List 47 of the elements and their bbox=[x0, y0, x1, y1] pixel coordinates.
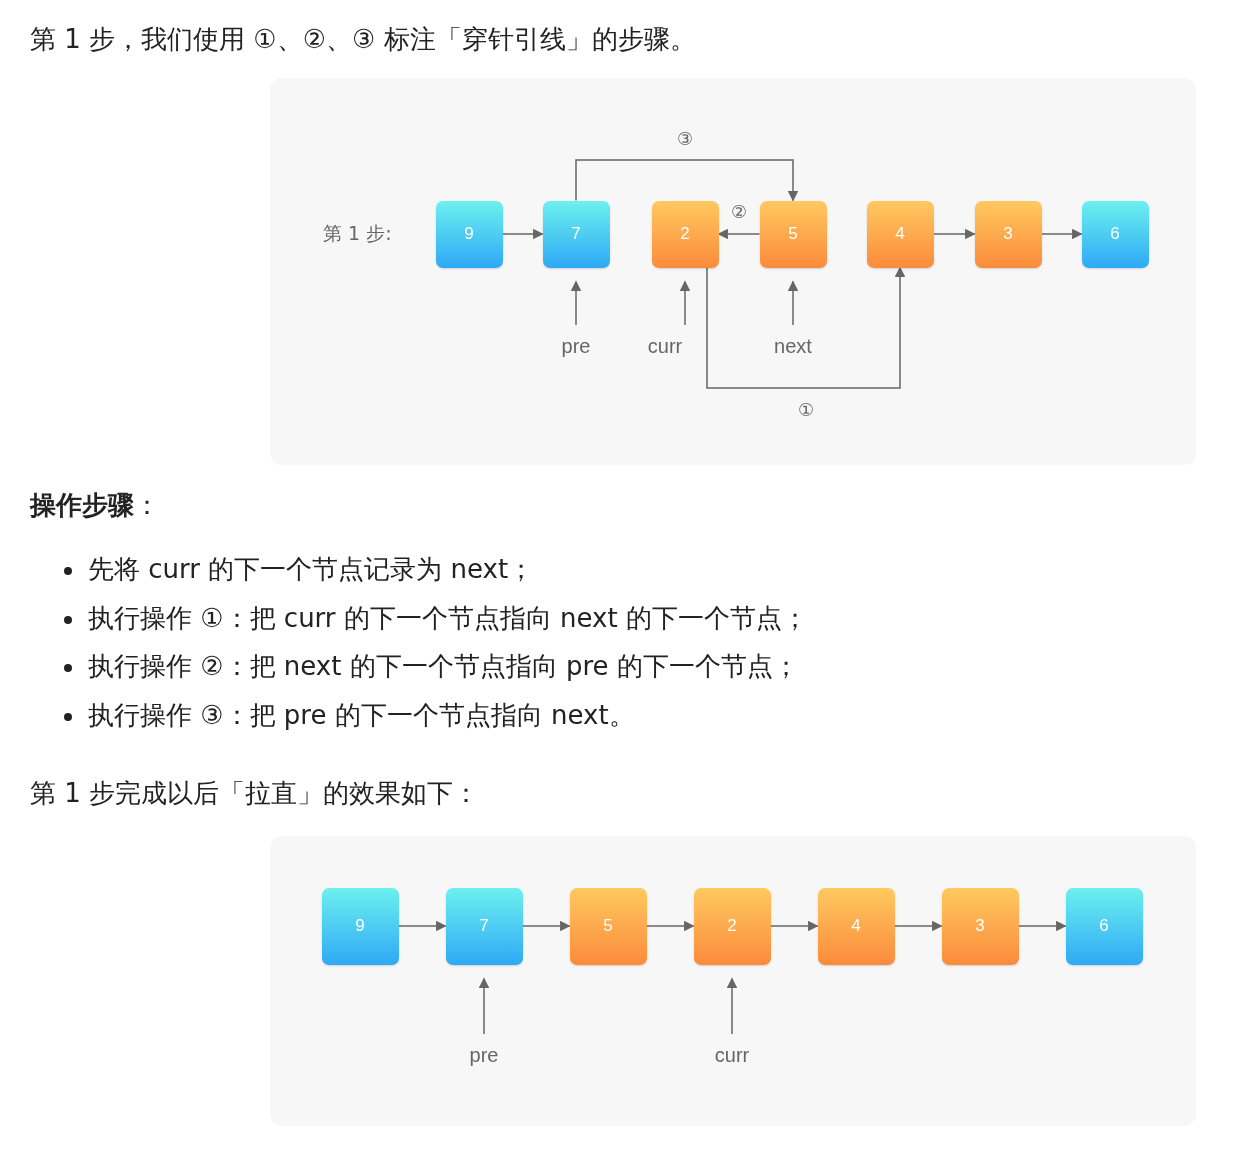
pointer-label: pre bbox=[469, 1044, 499, 1067]
pointer-label: curr bbox=[647, 335, 683, 358]
pointer-label: curr bbox=[714, 1044, 750, 1067]
arrow bbox=[726, 977, 738, 1035]
list-node-box: 9 bbox=[321, 887, 399, 965]
arrow bbox=[717, 228, 761, 240]
list-node-box: 3 bbox=[941, 887, 1019, 965]
list-node-box: 4 bbox=[866, 200, 934, 268]
arrow bbox=[679, 280, 691, 326]
arrow bbox=[570, 280, 582, 326]
list-node-box: 7 bbox=[445, 887, 523, 965]
step-label: 第 1 步: bbox=[323, 221, 392, 246]
step-text: 执行操作 ③：把 pre 的下一个节点指向 next。 bbox=[88, 699, 635, 732]
arrow bbox=[932, 228, 976, 240]
arrow bbox=[575, 159, 799, 202]
edge-label: ① bbox=[797, 398, 815, 420]
pointer-label: next bbox=[774, 335, 812, 358]
intro-text: 第 1 步完成以后「拉直」的效果如下： bbox=[30, 777, 480, 810]
list-node-box: 9 bbox=[435, 200, 503, 268]
step-text: 执行操作 ①：把 curr 的下一个节点指向 next 的下一个节点； bbox=[88, 602, 808, 635]
arrow bbox=[501, 228, 544, 240]
arrow bbox=[1040, 228, 1083, 240]
arrow bbox=[787, 280, 799, 326]
arrow bbox=[397, 920, 447, 932]
step-text: 执行操作 ②：把 next 的下一个节点指向 pre 的下一个节点； bbox=[88, 650, 799, 683]
list-node-box: 2 bbox=[651, 200, 719, 268]
list-node-box: 5 bbox=[759, 200, 827, 268]
arrow bbox=[893, 920, 943, 932]
arrow bbox=[706, 266, 906, 389]
arrow bbox=[1017, 920, 1067, 932]
list-node-box: 3 bbox=[974, 200, 1042, 268]
arrow bbox=[769, 920, 819, 932]
list-node-box: 4 bbox=[817, 887, 895, 965]
arrow bbox=[521, 920, 571, 932]
edge-label: ③ bbox=[676, 127, 694, 149]
arrow bbox=[478, 977, 490, 1035]
edge-label: ② bbox=[730, 200, 748, 222]
list-node-box: 7 bbox=[542, 200, 610, 268]
arrow bbox=[645, 920, 695, 932]
step-text: 先将 curr 的下一个节点记录为 next； bbox=[88, 553, 535, 586]
pointer-label: pre bbox=[561, 335, 591, 358]
list-node-box: 5 bbox=[569, 887, 647, 965]
section-heading: 操作步骤： bbox=[30, 489, 160, 522]
list-node-box: 6 bbox=[1065, 887, 1143, 965]
intro-text: 第 1 步，我们使用 ①、②、③ 标注「穿针引线」的步骤。 bbox=[30, 23, 696, 56]
list-node-box: 2 bbox=[693, 887, 771, 965]
list-node-box: 6 bbox=[1081, 200, 1149, 268]
